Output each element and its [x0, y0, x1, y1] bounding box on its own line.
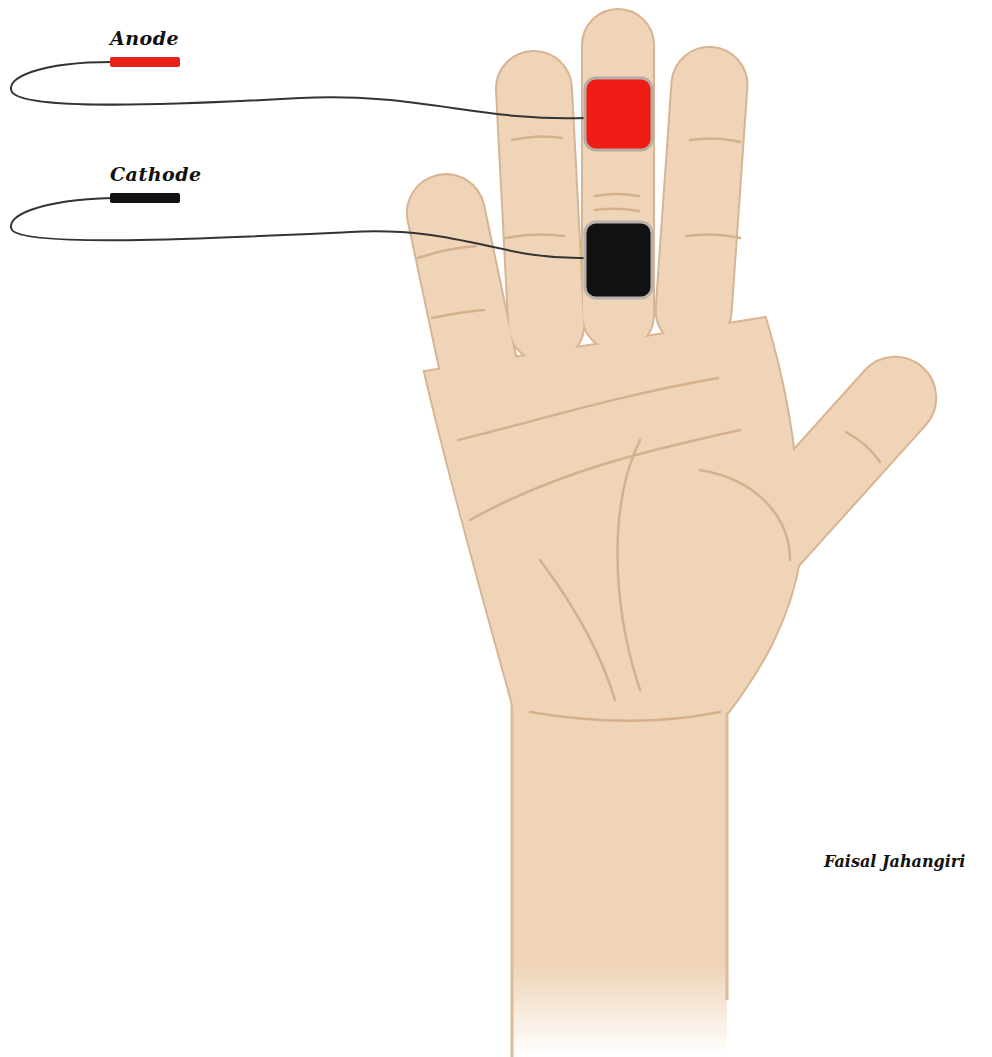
forearm: [512, 690, 727, 1057]
cathode-electrode: [585, 222, 652, 298]
skin-creases: [418, 136, 880, 721]
cathode-wire: [11, 198, 586, 258]
hand-fill: [401, 10, 952, 712]
lead-label: Cathode: [110, 163, 202, 185]
lead-label: Anode: [110, 27, 179, 49]
anode-wire: [11, 62, 586, 118]
lead-wires: [11, 62, 586, 258]
forearm-edge: [512, 700, 727, 1057]
anode-lead: Anode: [110, 57, 180, 67]
watermark: Faisal Jahangiri: [824, 852, 965, 871]
hand-outline: [401, 10, 952, 712]
cathode-lead: Cathode: [110, 193, 180, 203]
anode-electrode: [585, 78, 652, 150]
